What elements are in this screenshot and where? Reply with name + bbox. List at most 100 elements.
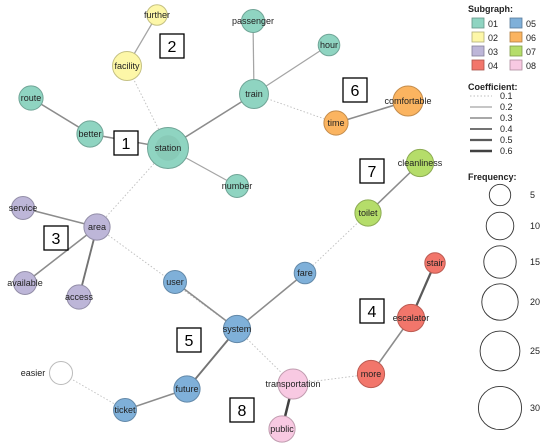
legend-subgraph-label: 01: [488, 19, 498, 29]
callout-7: 7: [359, 158, 385, 184]
node-label-cleanliness: cleanliness: [398, 158, 443, 168]
callout-number: 6: [351, 83, 360, 100]
callout-number: 2: [168, 39, 177, 56]
node-label-escalator: escalator: [393, 313, 430, 323]
node-label-public: public: [270, 424, 294, 434]
callout-box: [176, 327, 202, 353]
node-circle-ticket: [113, 398, 137, 422]
node-circle-time: [323, 110, 349, 136]
legend-swatch: [509, 45, 523, 57]
node-circle-service: [11, 196, 35, 220]
node-label-area: area: [88, 222, 106, 232]
legend-coefficient-label: 0.1: [500, 91, 513, 101]
node-label-more: more: [361, 369, 382, 379]
node-easier: easier: [21, 361, 73, 385]
node-circle-more: [356, 359, 386, 389]
node-label-hour: hour: [320, 40, 338, 50]
callout-4: 4: [359, 298, 385, 324]
legend-coefficient-label: 0.5: [500, 135, 513, 145]
legend-coefficient-0.3: 0.3: [470, 113, 513, 123]
node-available: available: [7, 271, 43, 295]
node-circle-escalator: [396, 303, 426, 333]
legend-subgraph-02: 02: [471, 31, 498, 43]
legend-subgraph-06: 06: [509, 31, 536, 43]
legend-swatch: [471, 31, 485, 43]
callout-number: 4: [368, 304, 377, 321]
node-label-station: station: [155, 143, 182, 153]
legend-frequency-circle: [479, 330, 521, 372]
legend-coefficient-items: 0.10.20.30.40.50.6: [470, 91, 513, 156]
node-public: public: [268, 415, 296, 443]
legend-frequency-circle: [477, 385, 523, 431]
node-area: area: [83, 213, 111, 241]
node-label-facility: facility: [114, 61, 140, 71]
node-better: better: [76, 120, 104, 148]
node-system: system: [222, 314, 252, 344]
legend-frequency-label: 5: [530, 190, 535, 200]
node-escalator: escalator: [393, 303, 430, 333]
legend-frequency-circle: [488, 183, 512, 207]
node-circle-toilet: [354, 199, 382, 227]
legend-frequency-15: 15: [483, 245, 540, 279]
legend-frequency-20: 20: [481, 283, 540, 321]
node-user: user: [163, 270, 187, 294]
node-label-easier: easier: [21, 368, 46, 378]
node-comfortable: comfortable: [384, 85, 432, 117]
legend-subgraph-label: 08: [526, 61, 536, 71]
node-label-number: number: [222, 181, 253, 191]
node-circle-transportation: [277, 368, 309, 400]
callout-box: [359, 298, 385, 324]
node-label-comfortable: comfortable: [384, 96, 431, 106]
node-circle-cleanliness: [405, 148, 435, 178]
node-label-future: future: [175, 384, 198, 394]
node-circle-easier: [49, 361, 73, 385]
node-service: service: [9, 196, 37, 220]
callout-8: 8: [229, 397, 255, 423]
node-station: station: [147, 127, 189, 169]
edge-transportation-more: [292, 373, 372, 385]
legend-subgraph-07: 07: [509, 45, 536, 57]
callout-box: [229, 397, 255, 423]
node-circle-further: [146, 4, 168, 26]
node-facility: facility: [112, 51, 142, 81]
node-circle-route: [18, 85, 44, 111]
legend-subgraph-label: 06: [526, 33, 536, 43]
legend-coefficient-0.6: 0.6: [470, 146, 513, 156]
node-circle-better: [76, 120, 104, 148]
node-time: time: [323, 110, 349, 136]
node-circle-area: [83, 213, 111, 241]
legend-frequency-label: 10: [530, 221, 540, 231]
callout-6: 6: [342, 77, 368, 103]
node-circle-hour: [317, 33, 341, 57]
callout-box: [43, 225, 69, 251]
edge-area-available: [24, 226, 98, 284]
legend-swatch: [471, 17, 485, 29]
node-more: more: [356, 359, 386, 389]
legend-subgraph-08: 08: [509, 59, 536, 71]
node-label-toilet: toilet: [358, 208, 378, 218]
node-circle-user: [163, 270, 187, 294]
legend-subgraph-label: 03: [488, 47, 498, 57]
legend-coefficient-label: 0.2: [500, 102, 513, 112]
legend-subgraph-label: 05: [526, 19, 536, 29]
legend-frequency-10: 10: [485, 211, 540, 241]
node-circle-system: [222, 314, 252, 344]
legend-subgraph-04: 04: [471, 59, 498, 71]
node-hour: hour: [317, 33, 341, 57]
node-ticket: ticket: [113, 398, 137, 422]
node-circle-train: [239, 79, 269, 109]
legend-coefficient-label: 0.4: [500, 124, 513, 134]
node-transportation: transportation: [265, 368, 321, 400]
callout-number: 3: [52, 231, 61, 248]
node-circle-public: [268, 415, 296, 443]
node-circle-facility: [112, 51, 142, 81]
callout-number: 7: [368, 164, 377, 181]
legend-coefficient-title: Coefficient:: [468, 82, 518, 92]
node-circle-fare: [293, 261, 317, 285]
node-cleanliness: cleanliness: [398, 148, 443, 178]
